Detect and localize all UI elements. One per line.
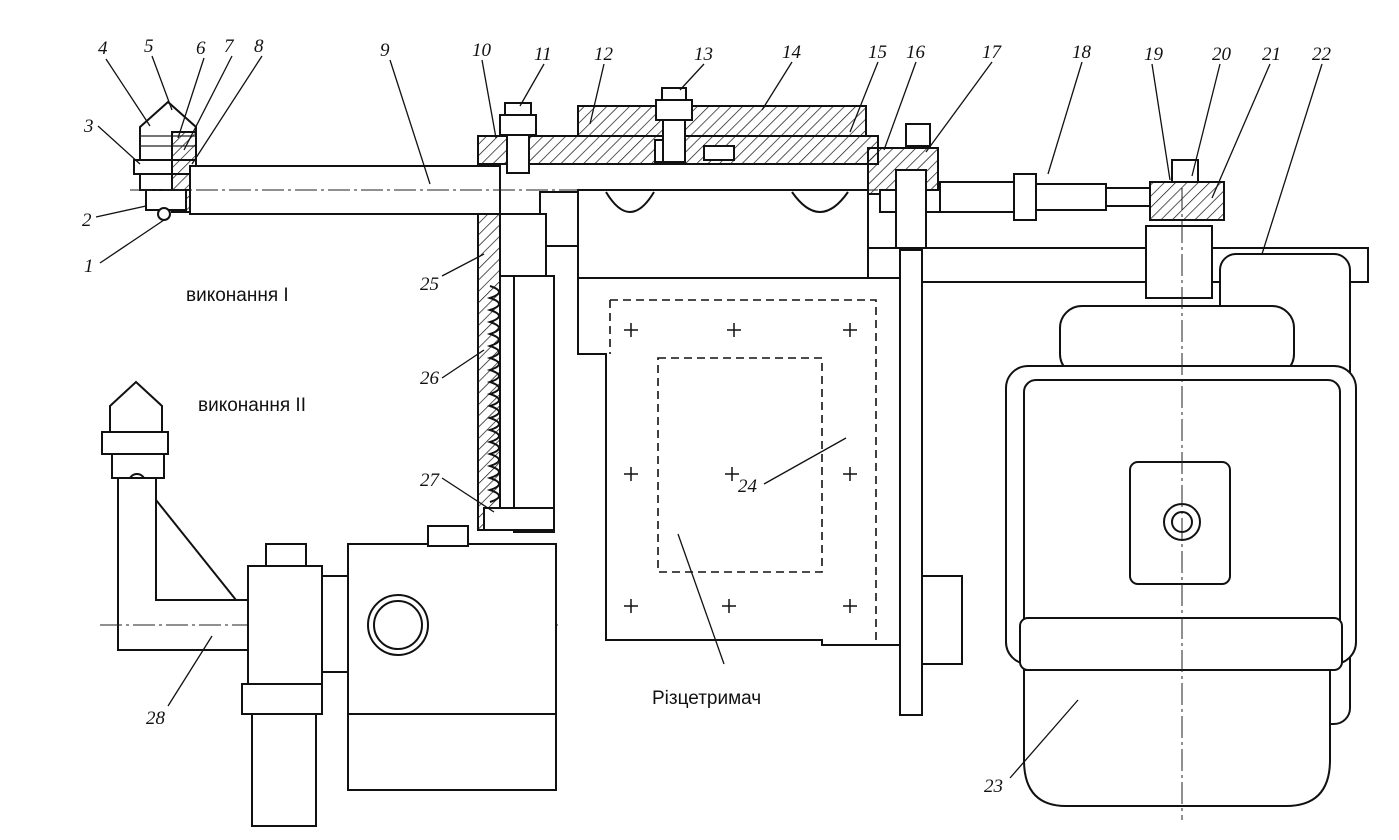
caption-tool-holder: Різцетримач [652, 688, 761, 709]
tool-holder [577, 277, 963, 665]
part-number-28: 28 [146, 708, 166, 729]
spring-housing [477, 213, 555, 533]
part-number-2: 2 [82, 210, 92, 231]
part-number-7: 7 [224, 36, 235, 57]
part-number-1: 1 [84, 256, 94, 277]
lamp-variant-2 [100, 380, 560, 827]
part-number-5: 5 [144, 36, 154, 57]
part-number-26: 26 [420, 368, 440, 389]
part-number-4: 4 [98, 38, 108, 59]
caption-variant-1: виконання I [186, 285, 289, 306]
part-number-22: 22 [1312, 44, 1332, 65]
caption-variant-2: виконання II [198, 395, 306, 416]
part-number-27: 27 [420, 470, 441, 491]
part-number-6: 6 [196, 38, 206, 59]
slide-assembly [477, 87, 941, 251]
lamp-head-variant-1 [133, 100, 197, 221]
part-number-17: 17 [982, 42, 1003, 63]
part-number-18: 18 [1072, 42, 1092, 63]
part-number-10: 10 [472, 40, 492, 61]
part-number-3: 3 [83, 116, 94, 137]
mounting-holes [624, 323, 857, 613]
part-number-9: 9 [380, 40, 390, 61]
clamp-block [347, 525, 557, 791]
part-number-labels: 1 2 3 4 5 6 7 8 9 10 11 12 13 14 15 16 1… [82, 36, 1332, 797]
electric-motor [1005, 188, 1357, 820]
part-number-20: 20 [1212, 44, 1232, 65]
part-number-8: 8 [254, 36, 264, 57]
part-number-15: 15 [868, 42, 887, 63]
part-number-24: 24 [738, 476, 758, 497]
part-number-12: 12 [594, 44, 614, 65]
part-number-16: 16 [906, 42, 926, 63]
arm-rod [130, 165, 900, 215]
leader-lines [95, 55, 1323, 779]
part-number-25: 25 [420, 274, 439, 295]
part-number-13: 13 [694, 44, 713, 65]
part-number-19: 19 [1144, 44, 1164, 65]
part-number-23: 23 [984, 776, 1003, 797]
part-number-14: 14 [782, 42, 802, 63]
part-number-21: 21 [1262, 44, 1281, 65]
tube-coupling [939, 159, 1225, 299]
part-number-11: 11 [534, 44, 552, 65]
